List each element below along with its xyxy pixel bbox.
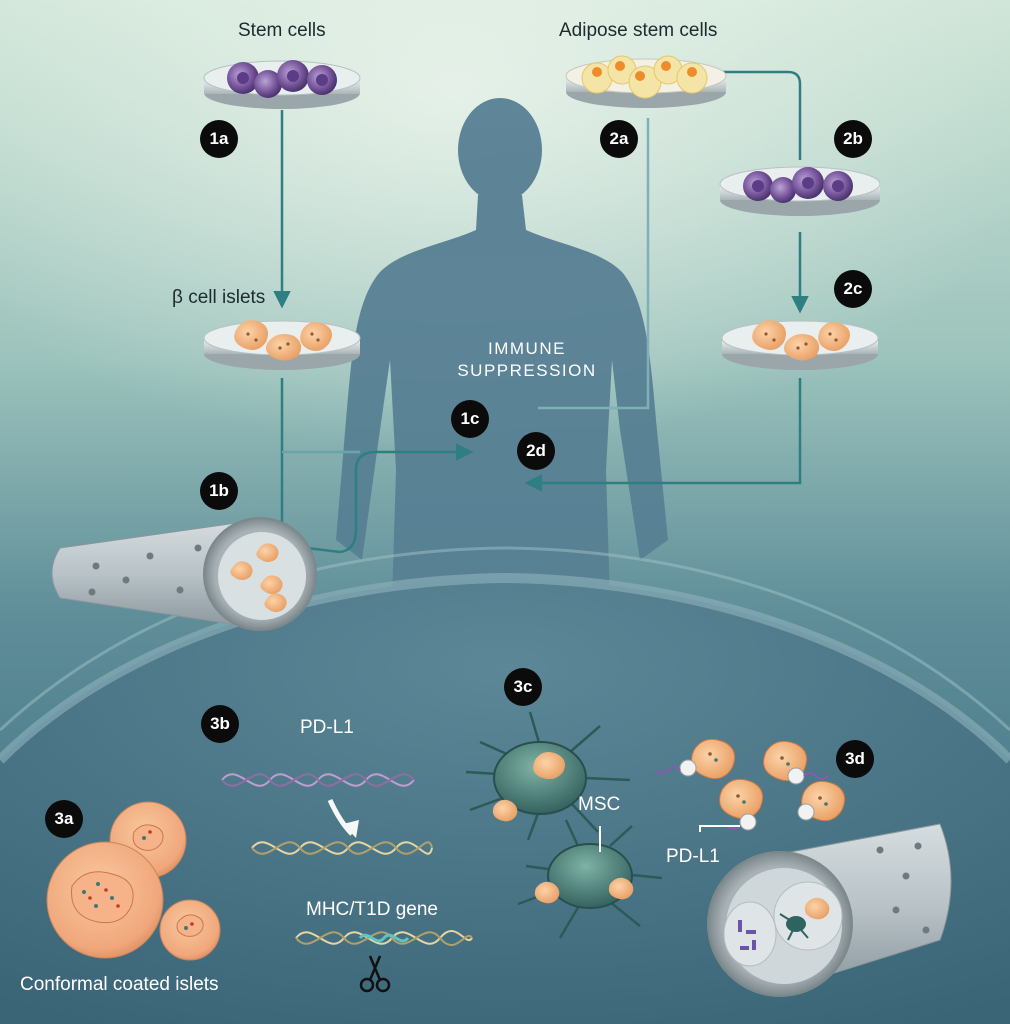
step-badge-2c: 2c — [834, 270, 872, 308]
step-badge-2d: 2d — [517, 432, 555, 470]
label-immune-suppression: IMMUNE SUPPRESSION — [452, 338, 602, 382]
label-mhc-t1d-gene: MHC/T1D gene — [306, 899, 438, 920]
dna-edited — [251, 841, 433, 855]
step-badge-1c: 1c — [451, 400, 489, 438]
step-badge-1a: 1a — [200, 120, 238, 158]
label-msc: MSC — [578, 794, 621, 815]
dna-pd-l1 — [221, 773, 415, 787]
curved-arrow-head-3b — [343, 820, 359, 838]
dome-rim — [0, 572, 1010, 764]
line-2a — [538, 118, 650, 410]
dish-2b-cells — [719, 166, 881, 216]
islet-on-msc-upper — [533, 752, 565, 780]
step-badge-1b: 1b — [200, 472, 238, 510]
step-badge-3b: 3b — [201, 705, 239, 743]
step-badge-3a: 3a — [45, 800, 83, 838]
arrow-1c — [280, 378, 474, 554]
dome-rim-outer — [0, 546, 1010, 732]
step-badge-2b: 2b — [834, 120, 872, 158]
scissors-icon — [359, 955, 391, 993]
device-tube-3d — [707, 823, 952, 997]
msc-cell-upper — [465, 711, 631, 841]
step-badge-3d: 3d — [836, 740, 874, 778]
human-silhouette — [336, 98, 668, 600]
dish-beta-islets-left — [203, 320, 361, 370]
label-beta-cell-islets: β cell islets — [172, 287, 266, 308]
label-immune: IMMUNE — [488, 339, 566, 358]
dna-mhc-t1d — [295, 930, 473, 946]
step-badge-2a: 2a — [600, 120, 638, 158]
curved-arrow-3b — [327, 798, 354, 836]
label-conformal-coated-islets: Conformal coated islets — [20, 974, 219, 995]
flow-lines — [273, 70, 809, 554]
dish-adipose-stem-cells — [565, 55, 727, 108]
conformal-coated-islets — [46, 801, 221, 961]
device-tube-1b — [51, 517, 317, 631]
label-stem-cells: Stem cells — [238, 20, 326, 41]
arrow-2d — [524, 378, 802, 492]
step-badge-3c: 3c — [504, 668, 542, 706]
dish-beta-islets-right — [721, 320, 879, 370]
label-pd-l1-top: PD-L1 — [300, 717, 354, 738]
label-pd-l1-right: PD-L1 — [666, 846, 720, 867]
line-2b — [715, 70, 802, 160]
label-suppression: SUPPRESSION — [457, 361, 597, 380]
pd-l1-islets — [655, 738, 846, 832]
pd-l1-bracket — [699, 825, 740, 832]
label-adipose-stem-cells: Adipose stem cells — [559, 20, 718, 41]
dish-stem-cells — [203, 60, 361, 109]
